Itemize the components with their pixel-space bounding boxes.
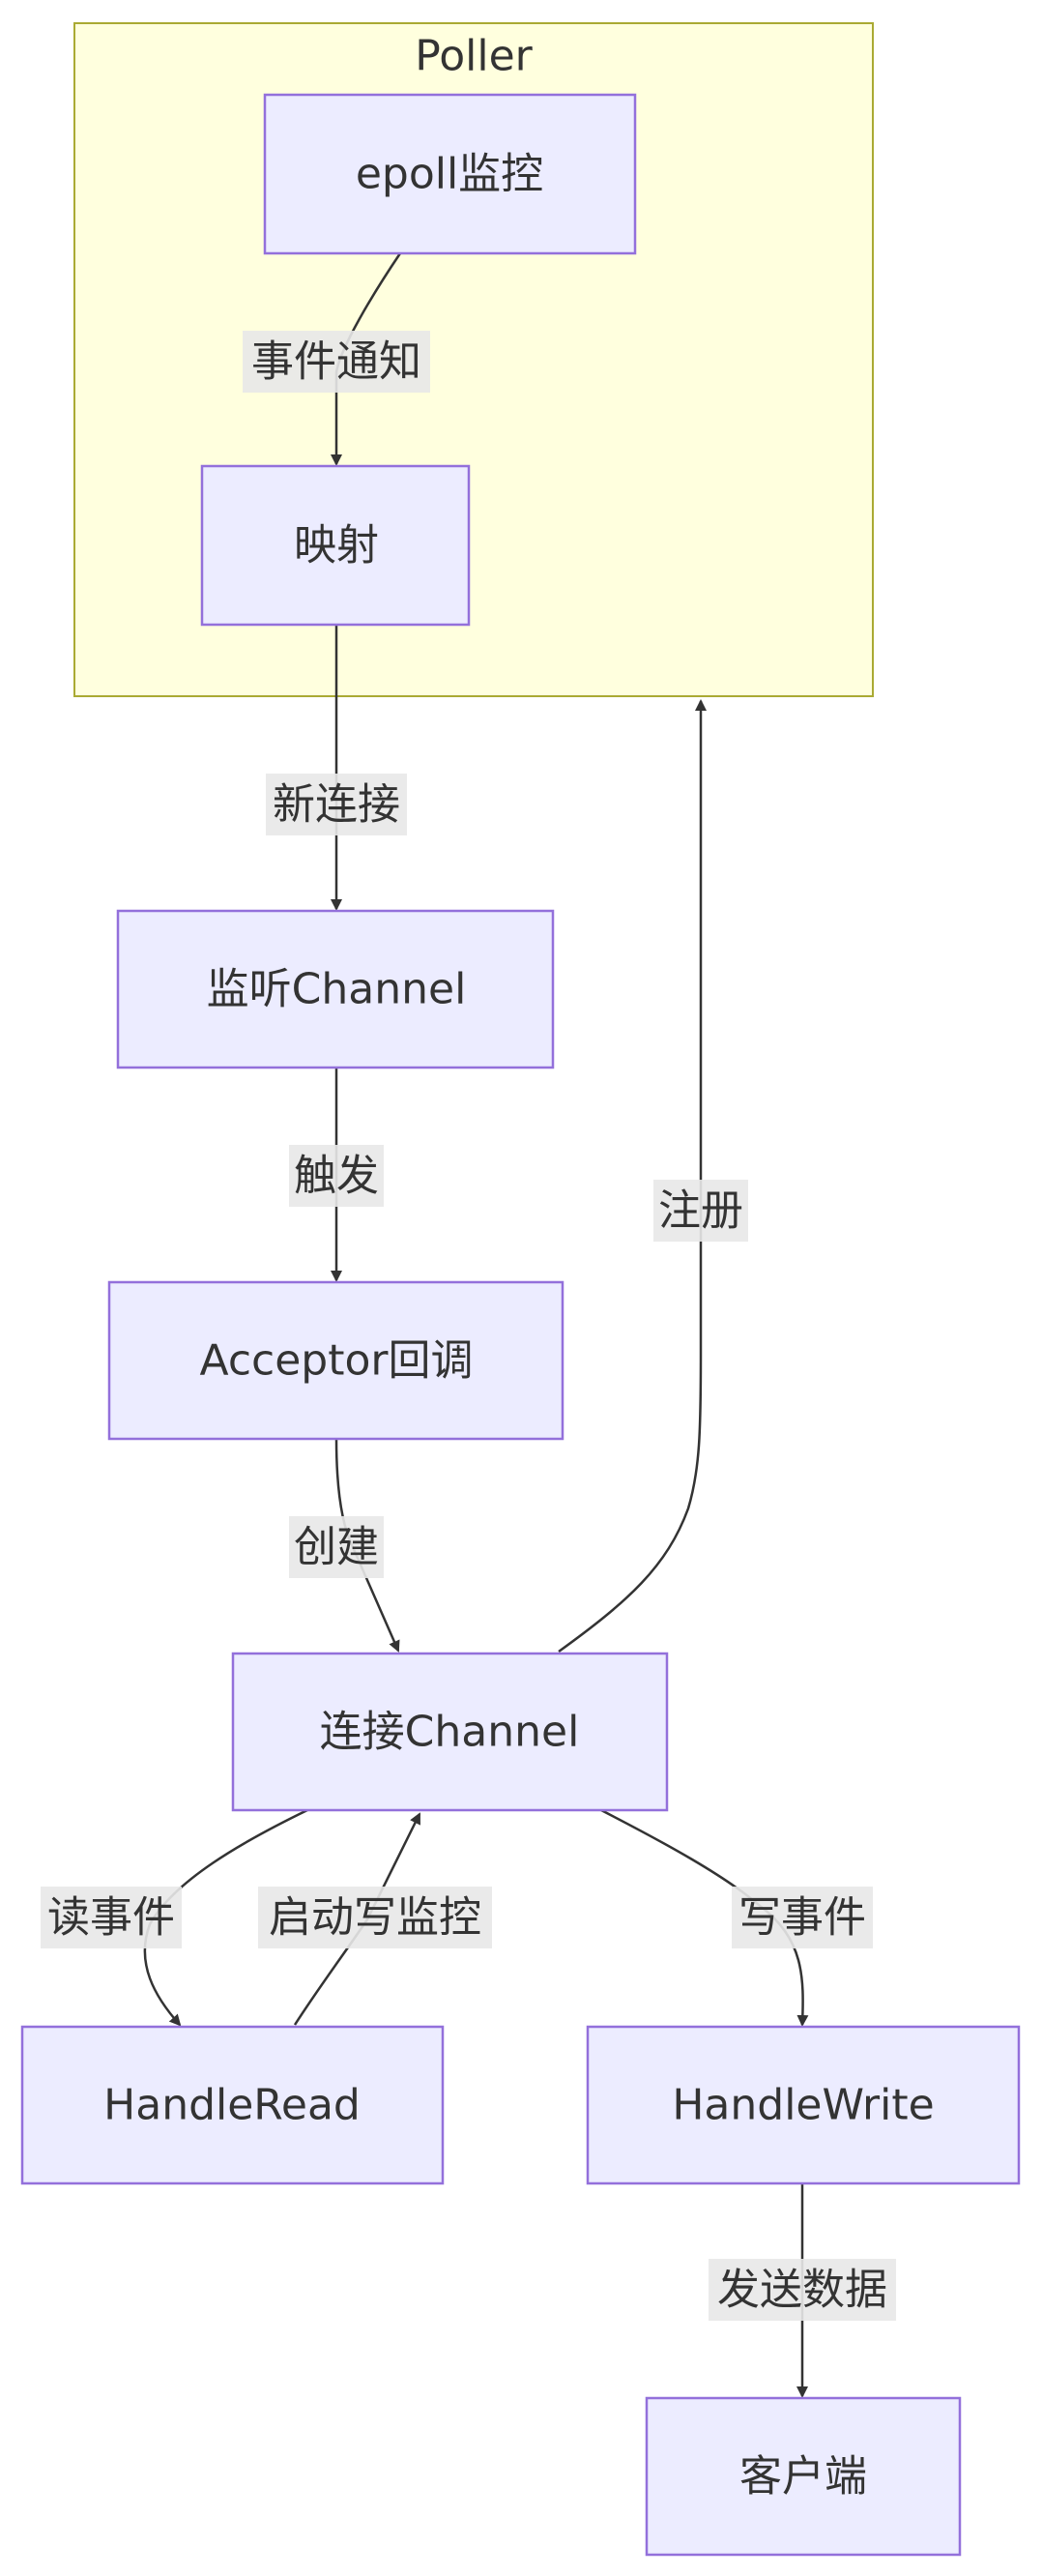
edge-label-new-connection: 新连接 [266,774,407,835]
edge-label-send-data: 发送数据 [709,2259,896,2321]
edge-conn-to-poller [558,699,707,1654]
node-mapping-label: 映射 [294,521,379,571]
node-epoll-label: epoll监控 [356,150,543,199]
edge-label-read-event: 读事件 [41,1887,182,1948]
edge-label-write-event-text: 写事件 [738,1893,866,1943]
poller-cluster-title: Poller [415,32,533,81]
node-listen-channel[interactable]: 监听Channel [116,909,555,1069]
node-handle-write[interactable]: HandleWrite [586,2025,1021,2185]
node-conn-channel-label: 连接Channel [320,1708,580,1757]
edge-label-send-data-text: 发送数据 [717,2266,887,2315]
edge-label-event-notify: 事件通知 [243,331,430,393]
node-acceptor-label: Acceptor回调 [200,1336,474,1386]
edge-label-enable-write-text: 启动写监控 [269,1893,481,1943]
edge-label-trigger-text: 触发 [294,1152,379,1201]
node-epoll[interactable]: epoll监控 [263,93,637,255]
node-conn-channel[interactable]: 连接Channel [231,1652,669,1812]
node-client[interactable]: 客户端 [645,2396,962,2557]
edge-label-read-event-text: 读事件 [47,1893,175,1943]
edge-label-create-text: 创建 [294,1523,379,1572]
edge-label-enable-write: 启动写监控 [258,1887,492,1948]
node-handle-write-label: HandleWrite [672,2081,934,2130]
edge-label-register: 注册 [653,1180,748,1242]
edge-label-new-connection-text: 新连接 [273,780,400,830]
node-listen-channel-label: 监听Channel [207,965,467,1014]
node-mapping[interactable]: 映射 [200,464,471,627]
node-acceptor[interactable]: Acceptor回调 [107,1280,564,1441]
edge-label-trigger: 触发 [289,1145,384,1207]
node-handle-read-label: HandleRead [103,2081,361,2130]
node-handle-read[interactable]: HandleRead [20,2025,445,2185]
edge-label-create: 创建 [289,1516,384,1578]
node-client-label: 客户端 [739,2452,867,2502]
edge-label-register-text: 注册 [658,1186,743,1236]
edge-label-event-notify-text: 事件通知 [251,337,421,387]
edge-label-write-event: 写事件 [732,1887,873,1948]
